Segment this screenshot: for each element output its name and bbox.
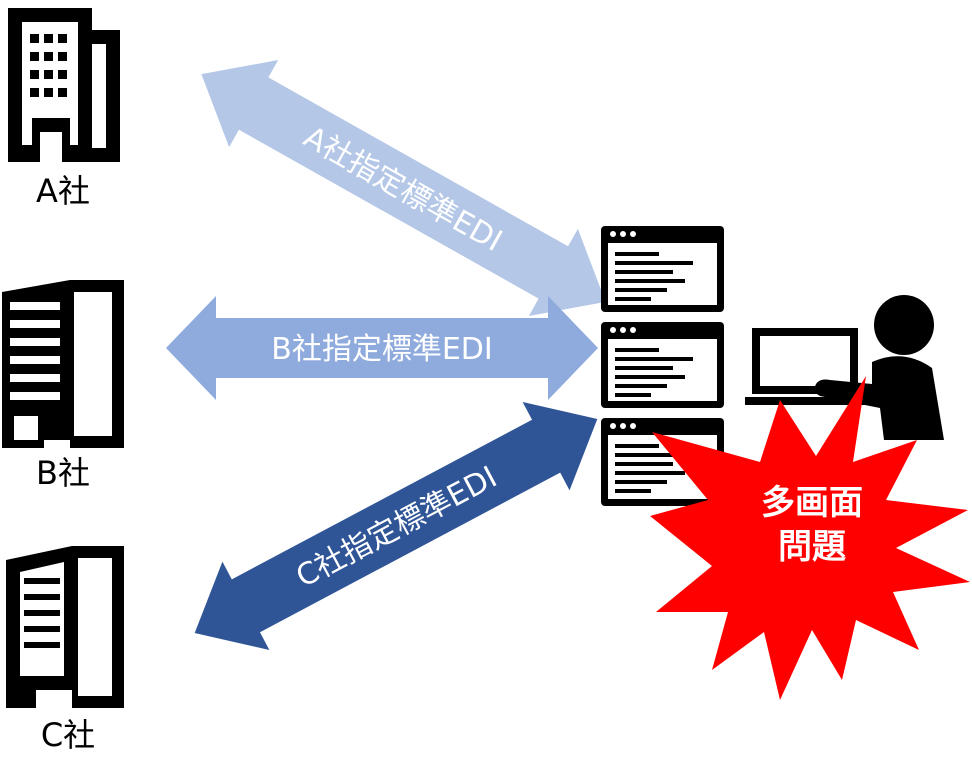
person-icon	[814, 295, 944, 440]
company-label-a: A社	[36, 172, 90, 210]
edi-arrow-a-shape	[201, 60, 606, 316]
edi-arrow-c-shape	[194, 402, 598, 650]
edi-arrow-a-label: A社指定標準EDI	[298, 120, 508, 259]
company-label-b: B社	[36, 454, 90, 492]
browser-window-icon	[601, 226, 724, 312]
company-label-c: C社	[41, 716, 95, 754]
multi-screen-burst: 多画面 問題	[650, 376, 970, 700]
burst-label-line1: 多画面	[761, 483, 863, 523]
edi-arrow-b-shape	[166, 296, 598, 400]
burst-shape	[650, 376, 970, 700]
edi-arrow-c-label: C社指定標準EDI	[291, 460, 503, 595]
burst-label-line2: 問題	[778, 527, 846, 567]
edi-arrow-a: A社指定標準EDI	[201, 60, 606, 316]
building-c-icon	[6, 546, 124, 708]
building-a-icon	[8, 8, 120, 162]
edi-arrow-b-label: B社指定標準EDI	[271, 332, 492, 367]
building-b-icon	[2, 280, 124, 448]
edi-arrow-c: C社指定標準EDI	[194, 402, 598, 650]
browser-window-icon	[601, 322, 724, 408]
edi-arrow-b: B社指定標準EDI	[166, 296, 598, 400]
